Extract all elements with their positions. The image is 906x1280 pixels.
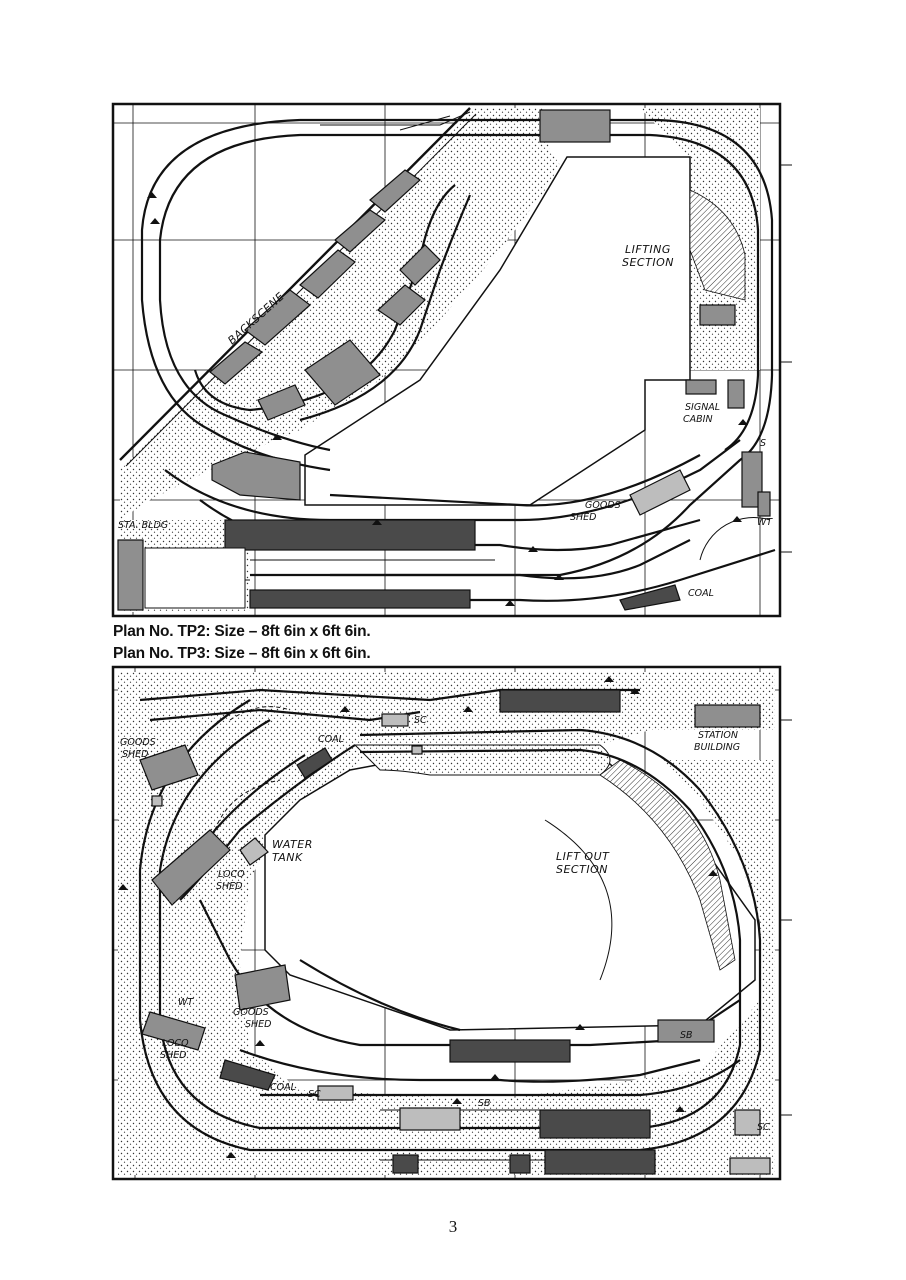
- tp3-label-sc: SC: [414, 715, 427, 726]
- tp2-signals: [147, 192, 748, 606]
- tp3-label-building: BUILDING: [694, 742, 740, 753]
- tp2-label-lifting: LIFTING: [625, 243, 671, 256]
- tp3-label-tank: TANK: [272, 851, 303, 864]
- tp2-label-section: SECTION: [622, 256, 674, 269]
- tp3-label-shed-b: SHED: [245, 1019, 272, 1030]
- tp3-label-coal: COAL: [318, 734, 344, 745]
- tp3-label-sb: SB: [478, 1098, 491, 1109]
- tp3-label-shed: SHED: [122, 749, 149, 760]
- tp3-label-sc-right: SC: [757, 1122, 770, 1133]
- tp2-label-goods: GOODS: [585, 500, 621, 511]
- tp2-buildings: [117, 109, 771, 611]
- tp3-label-section: SECTION: [556, 863, 608, 876]
- tp3-label-station: STATION: [698, 730, 738, 741]
- tp3-lift-arc: [544, 819, 613, 981]
- tp3-label-loco-shed: SHED: [216, 881, 243, 892]
- tp3-label-loco-b: LOCO: [162, 1038, 189, 1049]
- tp2-turntable-arc: [699, 517, 771, 561]
- tp3-label-sc-b: SC: [308, 1089, 321, 1100]
- caption-plan-tp3: Plan No. TP3: Size – 8ft 6in x 6ft 6in.: [113, 645, 371, 662]
- tp3-label-coal-b: COAL: [270, 1082, 296, 1093]
- plan-tp3: GOODS SHED COAL SC STATION BUILDING WATE…: [111, 665, 792, 1181]
- tp2-label-wt: WT: [757, 517, 773, 528]
- tp2-label-signal: SIGNAL: [685, 402, 720, 413]
- plan-tp2: BACKSCENE LIFTING SECTION SIGNAL CABIN G…: [111, 102, 792, 618]
- tp3-signals: [118, 676, 718, 1158]
- tp3-label-water: WATER: [272, 838, 313, 851]
- tp3-label-goods-b: GOODS: [233, 1007, 269, 1018]
- tp3-cutting: [599, 759, 736, 971]
- tp2-backscene: [119, 107, 471, 461]
- tp3-label-loco: LOCO: [218, 869, 245, 880]
- tp2-label-shed: SHED: [570, 512, 597, 523]
- tp2-label-sta-bldg: STA. BLDG: [118, 520, 168, 531]
- tp3-label-lift-out: LIFT OUT: [556, 850, 610, 863]
- tp3-buildings: [139, 689, 771, 1175]
- tp2-label-s: S: [760, 438, 766, 449]
- tp3-scenic-area: [118, 672, 775, 1175]
- caption-plan-tp2: Plan No. TP2: Size – 8ft 6in x 6ft 6in.: [113, 623, 371, 640]
- tp2-cutting: [689, 189, 746, 301]
- tp2-label-coal: COAL: [688, 588, 714, 599]
- tp3-label-wt: WT: [178, 997, 194, 1008]
- tp2-backscene-inner: [125, 113, 477, 467]
- tp2-label-cabin: CABIN: [683, 414, 713, 425]
- tp3-label-goods: GOODS: [120, 737, 156, 748]
- page-number: 3: [448, 1217, 458, 1236]
- tp3-label-sb-right: SB: [680, 1030, 693, 1041]
- tp3-label-loco-shed-b: SHED: [160, 1050, 187, 1061]
